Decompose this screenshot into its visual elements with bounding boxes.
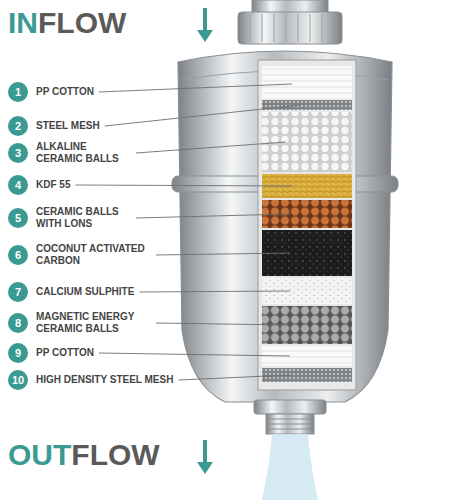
- flow-heading: FLOW: [38, 6, 126, 40]
- cutaway-frame: [258, 60, 356, 390]
- leader-line: [75, 185, 292, 186]
- layer-alkaline-balls: [262, 112, 352, 172]
- leader-line: [105, 105, 300, 126]
- callout-item: 8 MAGNETIC ENERGY CERAMIC BALLS: [8, 311, 151, 335]
- callout-item: 10 HIGH DENSITY STEEL MESH: [8, 370, 173, 390]
- outlet-thread: [266, 414, 314, 434]
- leader-line: [139, 291, 290, 292]
- callout-item: 3 ALKALINE CERAMIC BALLS: [8, 141, 131, 165]
- water-stream: [262, 434, 318, 500]
- leader-line: [156, 323, 290, 325]
- layer-carbon: [262, 230, 352, 276]
- flow-heading: IN: [8, 6, 38, 40]
- callout-item: 2 STEEL MESH: [8, 116, 100, 136]
- filter-housing: [178, 51, 392, 402]
- part-name: COCONUT ACTIVATED CARBON: [36, 243, 151, 267]
- layer-pp-cotton: [262, 66, 352, 100]
- part-name: ALKALINE CERAMIC BALLS: [36, 141, 131, 165]
- callout-item: 9 PP COTTON: [8, 343, 94, 363]
- layer-steel-mesh: [262, 100, 352, 110]
- flow-heading: FLOW: [71, 438, 159, 472]
- leader-line: [136, 214, 290, 218]
- part-name: PP COTTON: [36, 86, 94, 98]
- callout-number: 4: [8, 175, 28, 195]
- callout-number: 2: [8, 116, 28, 136]
- layer-dense-mesh: [262, 368, 352, 382]
- leader-line: [136, 142, 286, 153]
- part-name: CERAMIC BALLS WITH LONS: [36, 206, 131, 230]
- leader-line: [178, 375, 290, 380]
- callout-number: 3: [8, 143, 28, 163]
- outflow-arrow: [197, 440, 213, 474]
- callout-number: 6: [8, 245, 28, 265]
- callout-number: 8: [8, 313, 28, 333]
- callout-number: 7: [8, 282, 28, 302]
- callout-item: 4 KDF 55: [8, 175, 70, 195]
- layer-magnetic-balls: [262, 306, 352, 344]
- inlet-nut: [238, 12, 342, 44]
- flow-heading: OUT: [8, 438, 71, 472]
- callout-item: 6 COCONUT ACTIVATED CARBON: [8, 243, 151, 267]
- callout-number: 10: [8, 370, 28, 390]
- thread-lines: [266, 419, 314, 429]
- nut-ribs: [250, 14, 334, 42]
- callout-number: 5: [8, 208, 28, 228]
- outlet-collar: [254, 400, 326, 414]
- callout-item: 1 PP COTTON: [8, 82, 94, 102]
- layer-pp-cotton-2: [262, 346, 352, 366]
- part-name: KDF 55: [36, 179, 70, 191]
- inflow-arrow: [197, 8, 213, 42]
- callout-number: 9: [8, 343, 28, 363]
- part-name: HIGH DENSITY STEEL MESH: [36, 374, 173, 386]
- leader-line: [156, 253, 290, 255]
- part-name: PP COTTON: [36, 347, 94, 359]
- callout-item: 7 CALCIUM SULPHITE: [8, 282, 134, 302]
- part-name: STEEL MESH: [36, 120, 100, 132]
- leader-line: [99, 84, 292, 92]
- layer-ion-balls: [262, 200, 352, 228]
- leader-line: [99, 353, 290, 356]
- callout-item: 5 CERAMIC BALLS WITH LONS: [8, 206, 131, 230]
- layer-kdf: [262, 174, 352, 198]
- part-name: MAGNETIC ENERGY CERAMIC BALLS: [36, 311, 151, 335]
- layer-calcium-sulphite: [262, 278, 352, 304]
- callout-number: 1: [8, 82, 28, 102]
- part-name: CALCIUM SULPHITE: [36, 286, 134, 298]
